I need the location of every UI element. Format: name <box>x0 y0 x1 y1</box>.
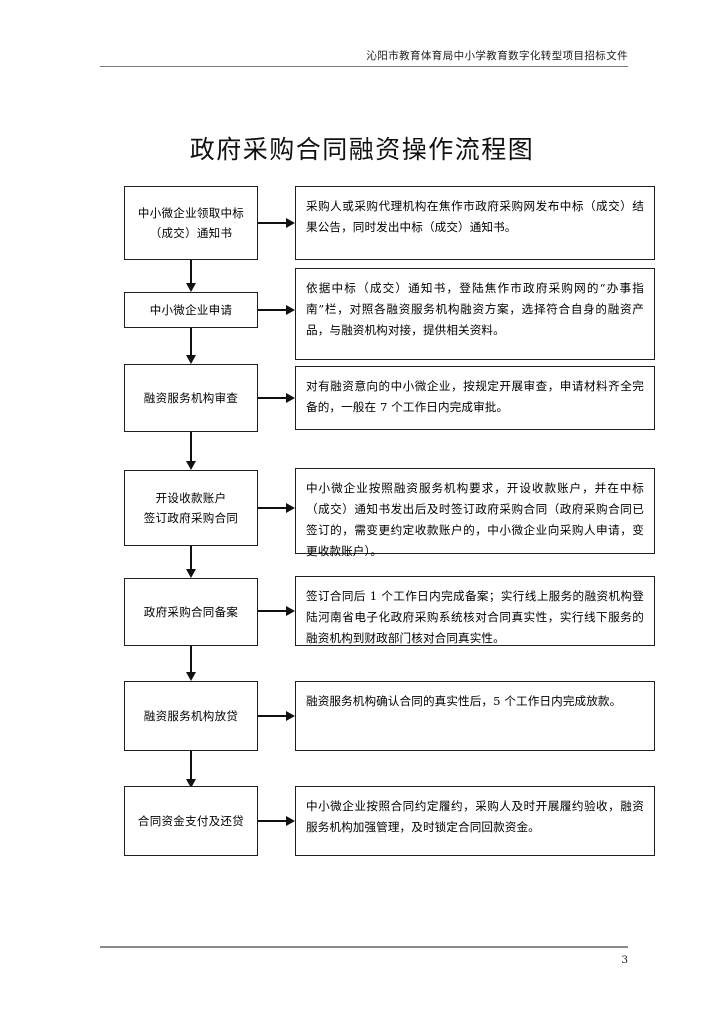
connector-v-arrow-5 <box>186 672 196 681</box>
connector-h-arrow-7 <box>286 816 295 826</box>
page-footer: 3 <box>100 946 628 966</box>
page-header: 沁阳市教育体育局中小学教育数字化转型项目招标文件 <box>100 48 628 67</box>
page-number: 3 <box>621 953 628 966</box>
connector-v-arrow-3 <box>186 461 196 470</box>
flow-desc-text-7: 中小微企业按照合同约定履约，采购人及时开展履约验收，融资服务机构加强管理，及时锁… <box>306 799 644 834</box>
connector-v-2 <box>190 328 192 356</box>
flow-desc-text-4: 中小微企业按照融资服务机构要求，开设收款账户，并在中标（成交）通知书发出后及时签… <box>306 481 644 558</box>
flow-step-label-6: 融资服务机构放贷 <box>143 709 239 723</box>
page-title: 政府采购合同融资操作流程图 <box>189 135 535 164</box>
connector-h-6 <box>258 715 286 717</box>
connector-h-5 <box>258 610 286 612</box>
flow-step-label-1: 中小微企业领取中标（成交）通知书 <box>137 206 245 240</box>
flow-desc-box-5: 签订合同后 1 个工作日内完成备案；实行线上服务的融资机构登陆河南省电子化政府采… <box>295 576 655 646</box>
connector-h-arrow-3 <box>286 393 295 403</box>
connector-h-4 <box>258 507 286 509</box>
connector-v-3 <box>190 432 192 464</box>
connector-v-arrow-6 <box>186 779 196 788</box>
connector-h-arrow-6 <box>286 711 295 721</box>
connector-h-7 <box>258 820 286 822</box>
connector-h-arrow-4 <box>286 503 295 513</box>
flow-desc-box-3: 对有融资意向的中小微企业，按规定开展审查，申请材料齐全完备的，一般在 7 个工作… <box>295 366 655 430</box>
flow-step-label-3: 融资服务机构审查 <box>143 391 239 405</box>
flow-step-box-1: 中小微企业领取中标（成交）通知书 <box>124 186 258 260</box>
flow-step-box-3: 融资服务机构审查 <box>124 364 258 432</box>
flow-step-label-5: 政府采购合同备案 <box>143 605 239 619</box>
flow-desc-box-6: 融资服务机构确认合同的真实性后，5 个工作日内完成放款。 <box>295 681 655 751</box>
flow-step-box-2: 中小微企业申请 <box>124 292 258 328</box>
flow-step-box-5: 政府采购合同备案 <box>124 578 258 646</box>
connector-h-2 <box>258 309 286 311</box>
flow-step-box-4: 开设收款账户 签订政府采购合同 <box>124 470 258 546</box>
connector-h-arrow-1 <box>286 218 295 228</box>
flow-step-label-2: 中小微企业申请 <box>149 303 233 317</box>
flow-desc-box-7: 中小微企业按照合同约定履约，采购人及时开展履约验收，融资服务机构加强管理，及时锁… <box>295 786 655 856</box>
connector-h-3 <box>258 397 286 399</box>
header-divider <box>100 66 628 67</box>
flow-desc-text-5: 签订合同后 1 个工作日内完成备案；实行线上服务的融资机构登陆河南省电子化政府采… <box>306 589 644 645</box>
connector-v-4 <box>190 546 192 572</box>
connector-v-arrow-2 <box>186 355 196 364</box>
flow-step-label-7: 合同资金支付及还贷 <box>137 814 245 828</box>
flow-desc-text-3: 对有融资意向的中小微企业，按规定开展审查，申请材料齐全完备的，一般在 7 个工作… <box>306 379 644 414</box>
connector-v-arrow-4 <box>186 569 196 578</box>
flow-step-box-7: 合同资金支付及还贷 <box>124 786 258 856</box>
flow-desc-box-1: 采购人或采购代理机构在焦作市政府采购网发布中标（成交）结果公告，同时发出中标（成… <box>295 186 655 260</box>
connector-v-5 <box>190 646 192 674</box>
header-title: 沁阳市教育体育局中小学教育数字化转型项目招标文件 <box>366 50 628 62</box>
connector-h-1 <box>258 222 286 224</box>
connector-v-1 <box>190 260 192 286</box>
connector-h-arrow-2 <box>286 305 295 315</box>
flow-step-label-4: 开设收款账户 签订政府采购合同 <box>143 491 239 525</box>
flow-desc-box-2: 依据中标（成交）通知书，登陆焦作市政府采购网的“办事指南”栏，对照各融资服务机构… <box>295 268 655 360</box>
flow-step-box-6: 融资服务机构放贷 <box>124 681 258 751</box>
flow-desc-text-6: 融资服务机构确认合同的真实性后，5 个工作日内完成放款。 <box>306 694 622 708</box>
flow-desc-box-4: 中小微企业按照融资服务机构要求，开设收款账户，并在中标（成交）通知书发出后及时签… <box>295 468 655 558</box>
connector-v-6 <box>190 751 192 781</box>
flow-desc-text-1: 采购人或采购代理机构在焦作市政府采购网发布中标（成交）结果公告，同时发出中标（成… <box>306 199 644 234</box>
footer-divider <box>100 946 628 948</box>
connector-h-arrow-5 <box>286 606 295 616</box>
flow-desc-text-2: 依据中标（成交）通知书，登陆焦作市政府采购网的“办事指南”栏，对照各融资服务机构… <box>306 281 644 337</box>
connector-v-arrow-1 <box>186 283 196 292</box>
